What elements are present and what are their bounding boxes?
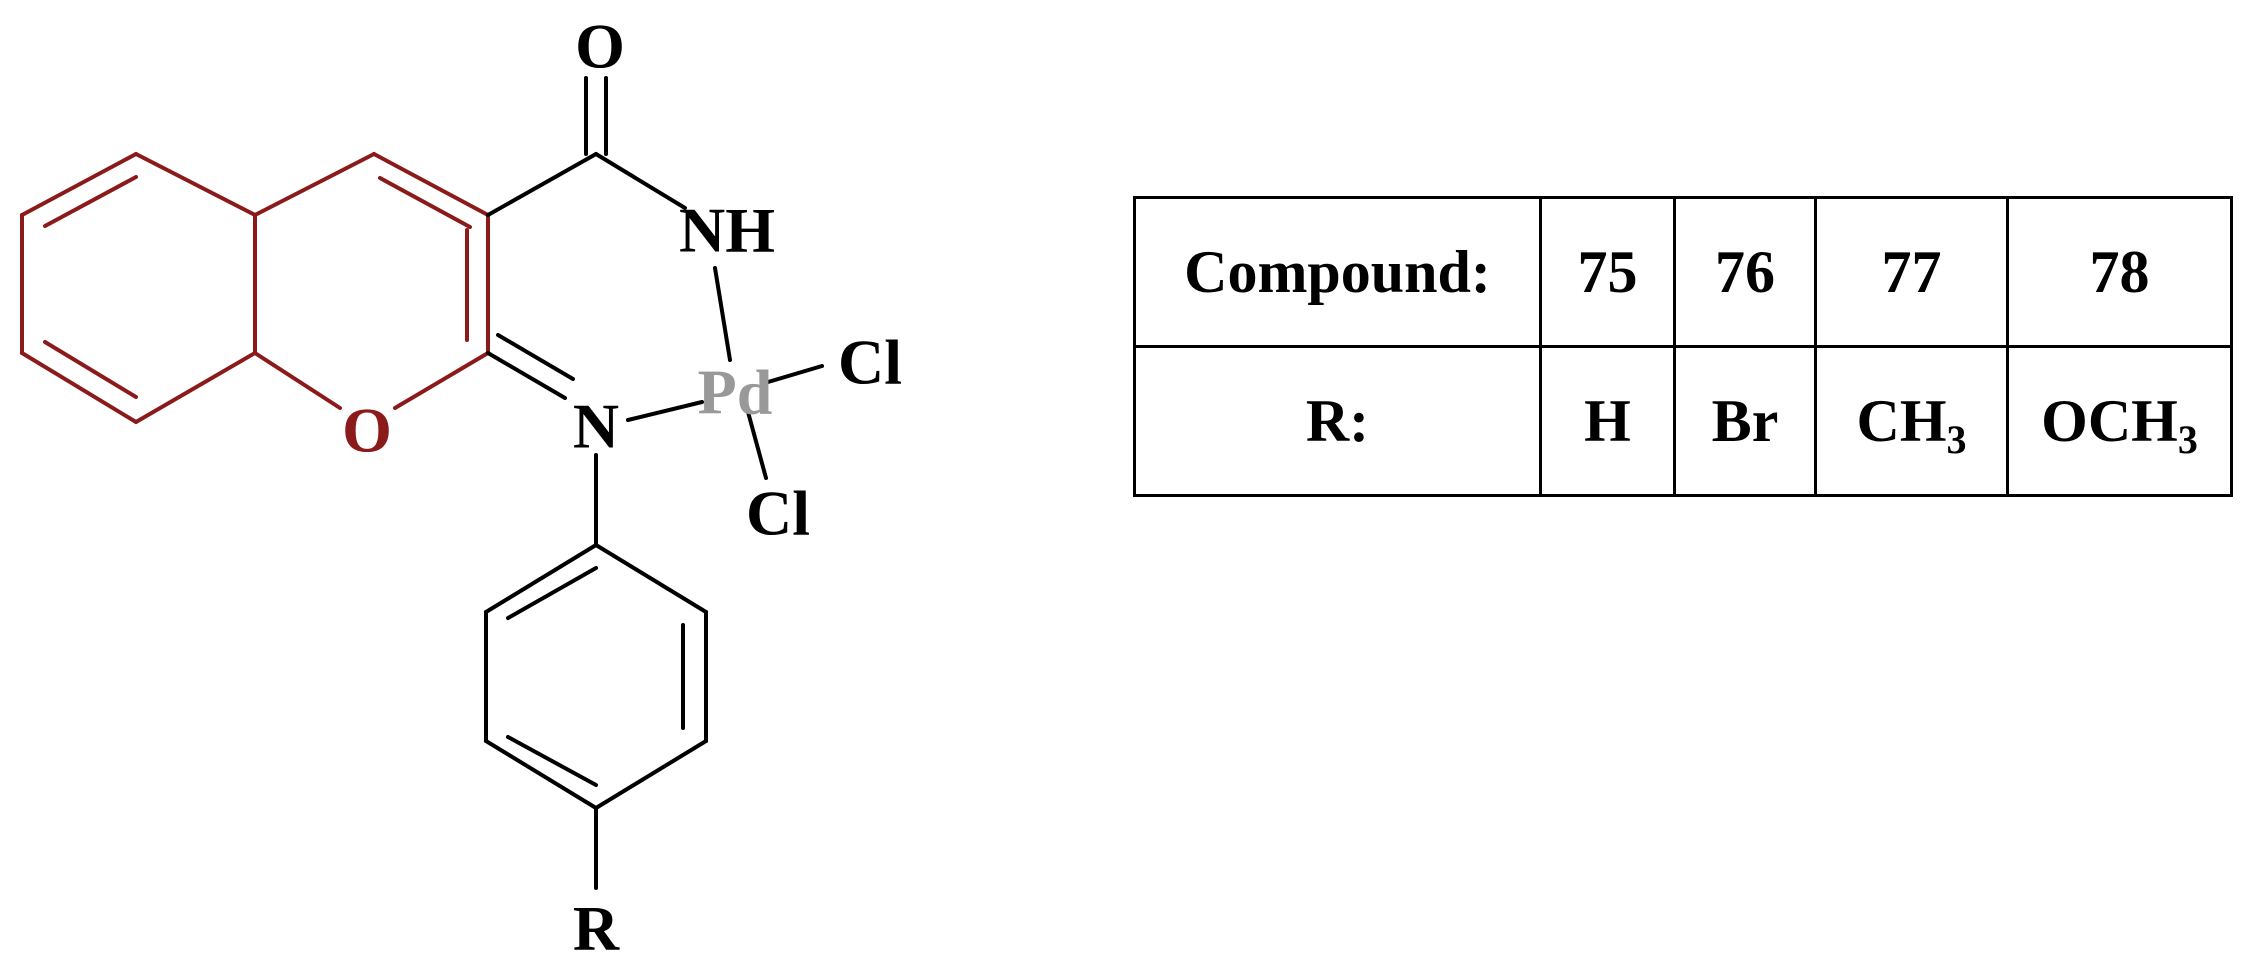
compound-number-cell: 76: [1673, 196, 1817, 348]
substituent-subscript: 3: [1946, 416, 1967, 462]
substituent-r-label: R: [573, 893, 620, 964]
pyran-ring: [253, 152, 490, 410]
table-row-substituent: R: H Br CH3 OCH3: [1133, 345, 2233, 497]
substituent-subscript: 3: [2177, 416, 2198, 462]
chlorine-top-label: Cl: [838, 327, 902, 398]
substituent-cell: CH3: [1814, 345, 2009, 497]
compound-number-cell: 75: [1539, 196, 1676, 348]
substituent-text: H: [1584, 387, 1631, 454]
ring-oxygen-label: O: [342, 395, 392, 466]
nh-label: NH: [679, 195, 775, 266]
palladium-label: Pd: [698, 357, 773, 428]
table-row-compound: Compound: 75 76 77 78: [1133, 196, 2233, 348]
ligand-bonds: [486, 76, 687, 547]
imine-nitrogen-label: N: [573, 391, 619, 462]
substituent-header-cell: R:: [1133, 345, 1542, 497]
chlorine-bottom-label: Cl: [746, 478, 810, 549]
substituent-cell: OCH3: [2006, 345, 2233, 497]
substituent-text: Br: [1711, 387, 1779, 454]
carbonyl-oxygen-label: O: [575, 11, 625, 82]
substituent-text: CH: [1856, 387, 1947, 454]
substituent-cell: Br: [1673, 345, 1817, 497]
compound-table: Compound: 75 76 77 78 R: H Br CH3 OCH3: [1133, 196, 2233, 497]
substituent-text: OCH: [2041, 387, 2178, 454]
coordination-bonds: [626, 266, 824, 480]
compound-header-cell: Compound:: [1133, 196, 1542, 348]
compound-number-cell: 78: [2006, 196, 2233, 348]
phenyl-ring: [484, 543, 708, 890]
benzo-ring: [20, 152, 257, 424]
substituent-cell: H: [1539, 345, 1676, 497]
compound-number-cell: 77: [1814, 196, 2009, 348]
